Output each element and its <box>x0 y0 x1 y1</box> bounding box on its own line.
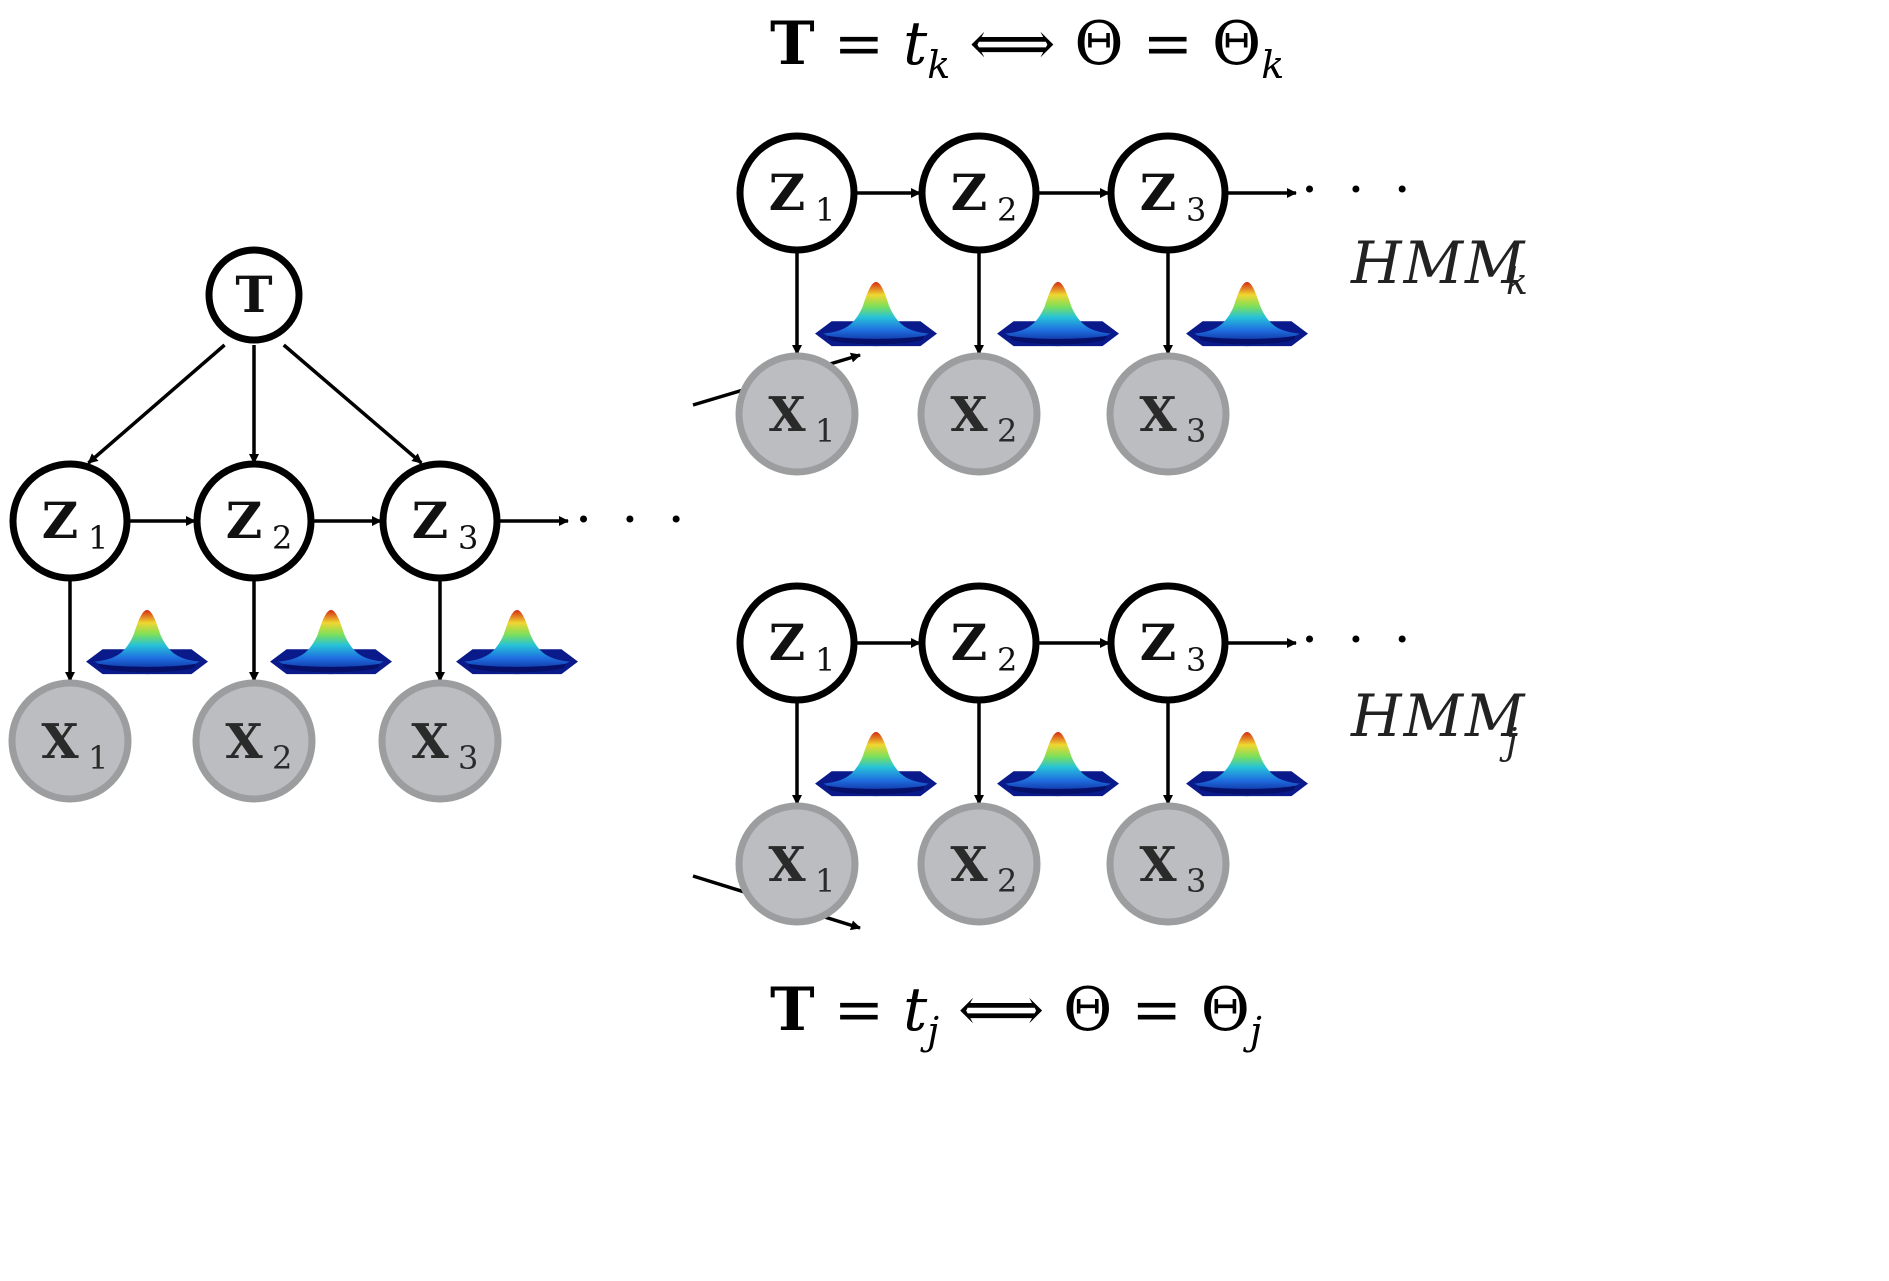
left-gaussian-icon-3 <box>456 610 578 675</box>
hmm-top-node-x2-label: X <box>950 387 988 443</box>
left-node-t-label: T <box>235 265 272 324</box>
equation-top: T = tk ⟺ Θ = Θk <box>770 9 1284 87</box>
hmm-bottom-node-z1-label: Z <box>769 613 806 672</box>
left-gaussian-icon-2 <box>270 610 392 675</box>
equation-top-var: t <box>903 9 928 79</box>
hmm-bottom-label: HMM <box>1350 682 1526 750</box>
equation-top-eq2: = <box>1124 9 1212 79</box>
equation-top-theta: Θ <box>1074 9 1123 79</box>
left-node-z1-subscript: 1 <box>88 519 108 557</box>
equation-top-theta-sub: k <box>1261 43 1284 87</box>
hmm-bottom-node-z2-label: Z <box>951 613 988 672</box>
left-node-x2-label: X <box>225 714 263 770</box>
hmm-bottom-node-x1-label: X <box>768 837 806 893</box>
left-ellipsis: · · · <box>575 488 691 551</box>
hmm-bottom-node-x3-label: X <box>1139 837 1177 893</box>
hmm-top-node-z2-subscript: 2 <box>997 191 1017 229</box>
equation-bottom: T = tj ⟺ Θ = Θj <box>770 975 1262 1053</box>
hmm-bottom-node-x2-label: X <box>950 837 988 893</box>
equation-top-theta2: Θ <box>1212 9 1261 79</box>
equation-bottom-eq2: = <box>1112 975 1200 1045</box>
left-node-z2-label: Z <box>226 491 263 550</box>
hmm-bottom-node-z3-label: Z <box>1140 613 1177 672</box>
left-gaussian-icon-1 <box>86 610 208 675</box>
hmm-bottom-gaussian-icon-3 <box>1186 732 1308 797</box>
left-node-x2-subscript: 2 <box>272 739 292 777</box>
left-node-z3-label: Z <box>412 491 449 550</box>
hmm-top-gaussian-icon-2 <box>997 282 1119 347</box>
hmm-top-node-x3-label: X <box>1139 387 1177 443</box>
equation-bottom-theta: Θ <box>1063 975 1112 1045</box>
left-node-x3-subscript: 3 <box>458 739 478 777</box>
hmm-bottom-node-x1-subscript: 1 <box>815 862 835 900</box>
left-edge-t-z3 <box>282 343 423 465</box>
hmm-top-ellipsis: · · · <box>1301 158 1417 221</box>
equation-top-var-sub: k <box>927 43 950 87</box>
hmm-top-node-x2-subscript: 2 <box>997 412 1017 450</box>
equation-bottom-lhs: T <box>770 975 815 1045</box>
left-node-x1-subscript: 1 <box>88 739 108 777</box>
equation-bottom-var: t <box>903 975 928 1045</box>
hmm-bottom-node-z1-subscript: 1 <box>815 641 835 679</box>
left-node-z3-subscript: 3 <box>458 519 478 557</box>
hmm-top-node-x1-label: X <box>768 387 806 443</box>
equation-bottom-eq1: = <box>815 975 903 1045</box>
eq-spacer <box>1044 975 1063 1045</box>
hmm-bottom-node-z3-subscript: 3 <box>1186 641 1206 679</box>
hmm-top-node-z3-label: Z <box>1140 163 1177 222</box>
hmm-top-node-z1-label: Z <box>769 163 806 222</box>
equation-top-iff: ⟺ <box>969 9 1055 79</box>
hmm-bottom-ellipsis: · · · <box>1301 608 1417 671</box>
hmm-bottom-gaussian-icon-2 <box>997 732 1119 797</box>
eq-spacer <box>939 975 958 1045</box>
hmm-top-node-x3-subscript: 3 <box>1186 412 1206 450</box>
left-node-t: T <box>205 246 303 344</box>
hmm-top-label: HMM <box>1350 229 1526 297</box>
equation-top-lhs: T <box>770 9 815 79</box>
hmm-top-gaussian-icon-1 <box>815 282 937 347</box>
equation-bottom-iff: ⟺ <box>958 975 1044 1045</box>
hmm-top-gaussian-icon-3 <box>1186 282 1308 347</box>
left-edge-t-z1 <box>87 343 226 465</box>
left-node-z1-label: Z <box>42 491 79 550</box>
left-node-z2-subscript: 2 <box>272 519 292 557</box>
left-node-x3-label: X <box>411 714 449 770</box>
equation-bottom-theta2: Θ <box>1201 975 1250 1045</box>
hmm-bottom-node-x2-subscript: 2 <box>997 862 1017 900</box>
left-node-x1-label: X <box>41 714 79 770</box>
hmm-top-node-x1-subscript: 1 <box>815 412 835 450</box>
hmm-top-node-z3-subscript: 3 <box>1186 191 1206 229</box>
eq-spacer <box>950 9 969 79</box>
hmm-bottom-node-x3-subscript: 3 <box>1186 862 1206 900</box>
hmm-top-node-z1-subscript: 1 <box>815 191 835 229</box>
hmm-bottom-gaussian-icon-1 <box>815 732 937 797</box>
hmm-top-node-z2-label: Z <box>951 163 988 222</box>
equation-top-eq1: = <box>815 9 903 79</box>
eq-spacer <box>1055 9 1074 79</box>
hmm-top-label-subscript: k <box>1506 262 1528 303</box>
hmm-bottom-node-z2-subscript: 2 <box>997 641 1017 679</box>
